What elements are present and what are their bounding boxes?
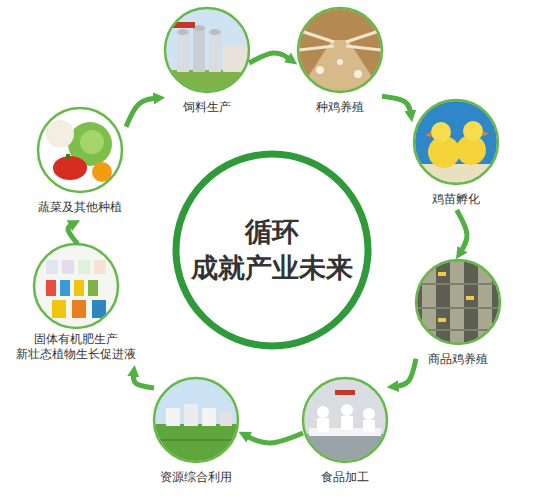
photo-spacer: [9, 244, 143, 332]
label-wrap: 食品加工: [303, 466, 387, 485]
label-wrap: 蔬菜及其他种植: [34, 196, 126, 215]
flow-arrow: [245, 433, 303, 443]
label-wrap: 资源综合利用: [154, 466, 238, 485]
flow-arrow: [457, 210, 467, 253]
feed-photo: [165, 8, 249, 92]
center-ring: [176, 154, 368, 346]
node-label: 种鸡养殖: [314, 100, 366, 115]
flow-arrow: [68, 223, 78, 244]
node-label: 资源综合利用: [158, 470, 234, 485]
photo-spacer: [414, 100, 498, 188]
photo-spacer: [34, 108, 126, 196]
chick-photo: [414, 100, 498, 184]
vegetable-photo: [38, 108, 122, 192]
photo-node: 食品加工: [303, 378, 387, 488]
label-wrap: 饲料生产: [165, 96, 249, 115]
resource-photo: [154, 378, 238, 462]
photo-spacer: [303, 378, 387, 466]
label-wrap: 商品鸡养殖: [416, 348, 500, 367]
label-wrap: 鸡苗孵化: [414, 188, 498, 207]
photo-node: 种鸡养殖: [298, 8, 382, 118]
photo-node: 商品鸡养殖: [416, 260, 500, 370]
photo-node: 资源综合利用: [154, 378, 238, 488]
breeder-photo: [298, 8, 382, 92]
photo-spacer: [165, 8, 249, 96]
label-wrap: 固体有机肥生产 新壮态植物生长促进液: [9, 332, 143, 362]
food-photo: [303, 378, 387, 462]
node-label: 鸡苗孵化: [430, 192, 482, 207]
flow-arrow: [249, 53, 292, 63]
node-label: 蔬菜及其他种植: [36, 200, 124, 215]
center-slogan: 循环 成就产业未来: [186, 214, 358, 287]
flow-arrow: [382, 96, 411, 115]
photo-node: 固体有机肥生产 新壮态植物生长促进液: [9, 244, 143, 365]
label-wrap: 种鸡养殖: [298, 96, 382, 115]
node-label: 食品加工: [319, 470, 371, 485]
fertilizer-photo: [34, 244, 118, 328]
photo-node: 蔬菜及其他种植: [34, 108, 126, 218]
flow-arrow: [133, 372, 154, 388]
photo-node: 饲料生产: [165, 8, 249, 118]
photo-node: 鸡苗孵化: [414, 100, 498, 210]
flow-arrow: [394, 359, 416, 387]
center-circle: 循环 成就产业未来: [176, 154, 368, 346]
node-label: 商品鸡养殖: [426, 352, 490, 367]
photo-spacer: [416, 260, 500, 348]
node-label: 固体有机肥生产 新壮态植物生长促进液: [11, 332, 141, 362]
photo-spacer: [298, 8, 382, 96]
photo-spacer: [154, 378, 238, 466]
broiler-photo: [416, 260, 500, 344]
node-label: 饲料生产: [181, 100, 233, 115]
flow-arrow: [126, 98, 158, 127]
